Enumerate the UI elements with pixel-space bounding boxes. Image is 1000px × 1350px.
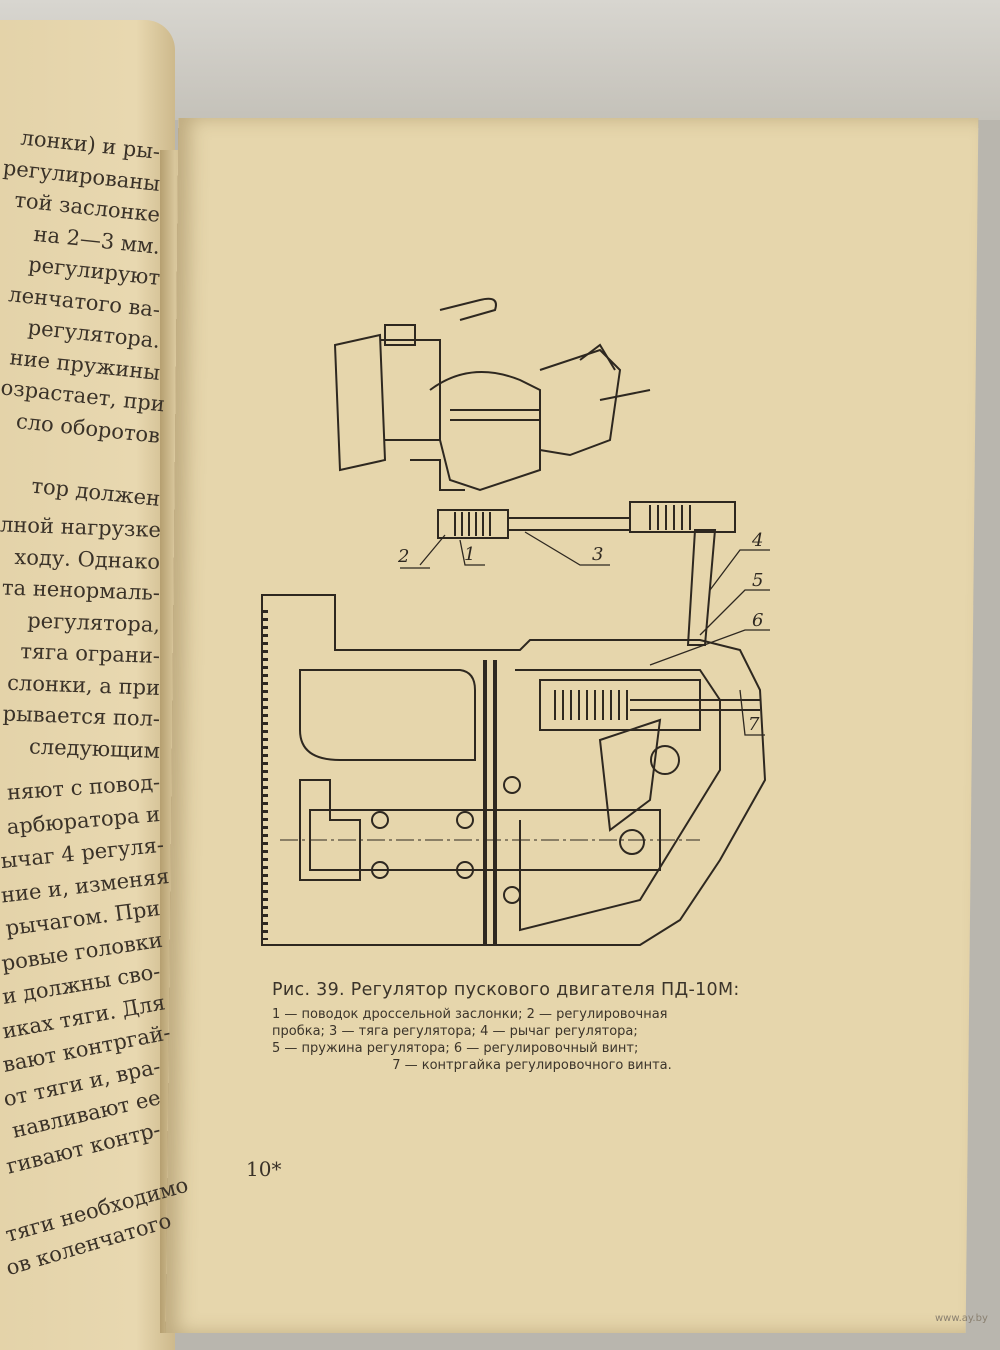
left-page-text-line: слонки, а при (6, 670, 161, 700)
regulator-housing-drawing (261, 594, 767, 946)
label-1: 1 (464, 544, 475, 565)
regulator-diagram: 2 1 3 4 5 6 7 (261, 297, 770, 946)
label-6: 6 (752, 610, 763, 631)
left-page (0, 20, 175, 1350)
caption-line: 5 — пружина регулятора; 6 — регулировочн… (272, 1041, 639, 1056)
figure-caption: Рис. 39. Регулятор пускового двигателя П… (272, 980, 792, 1074)
caption-title: Рис. 39. Регулятор пускового двигателя П… (272, 980, 740, 1000)
left-page-text-line: ходу. Однако (14, 544, 161, 574)
caption-line: 1 — поводок дроссельной заслонки; 2 — ре… (272, 1007, 668, 1022)
label-5: 5 (752, 570, 763, 591)
label-4: 4 (751, 530, 763, 551)
label-3: 3 (592, 544, 603, 565)
label-7: 7 (748, 714, 760, 735)
page-number: 10* (246, 1157, 282, 1181)
left-page-text-line: регулятора, (26, 607, 161, 637)
carburetor-drawing (333, 297, 651, 492)
left-page-text-line: следующим (28, 733, 161, 763)
caption-line: 7 — контргайка регулировочного винта. (392, 1058, 672, 1073)
watermark: www.ay.by (935, 1313, 988, 1324)
caption-line: пробка; 3 — тяга регулятора; 4 — рычаг р… (272, 1024, 638, 1039)
regulator-lever-drawing (686, 529, 717, 646)
regulator-rod-drawing (437, 501, 736, 539)
label-2: 2 (397, 546, 409, 567)
caption-legend: 1 — поводок дроссельной заслонки; 2 — ре… (272, 1006, 792, 1074)
